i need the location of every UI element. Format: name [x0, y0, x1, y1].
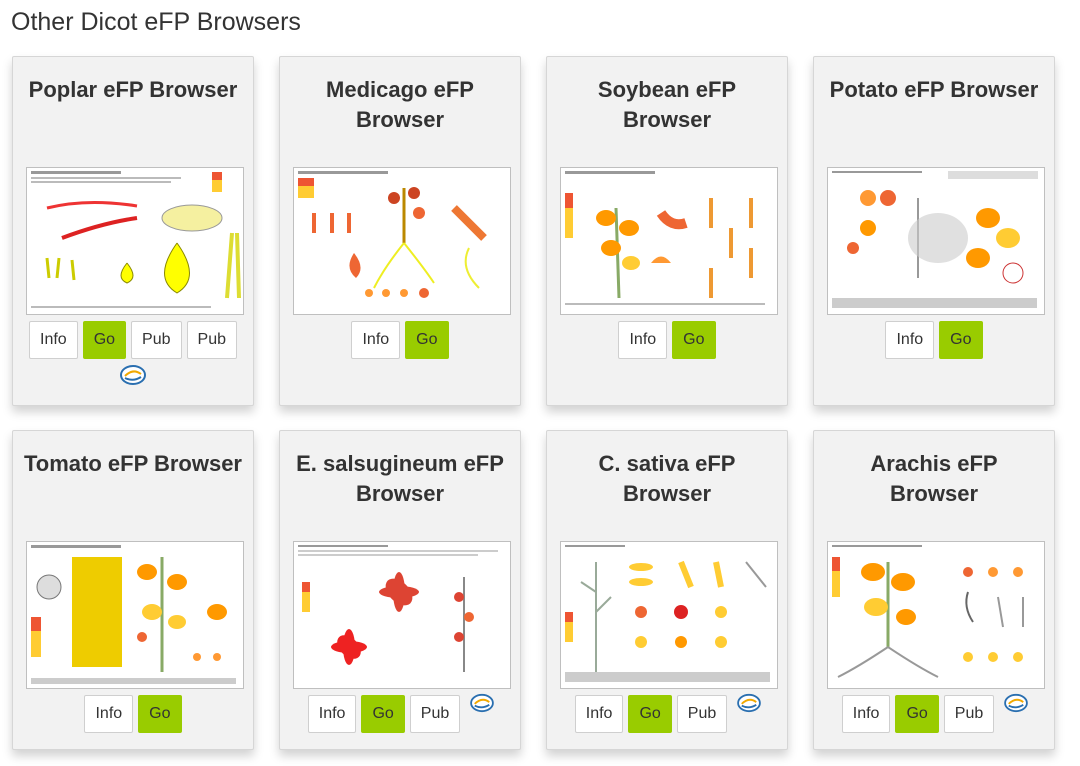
browser-thumbnail-image[interactable]	[26, 541, 244, 689]
pub-button[interactable]: Pub	[676, 695, 728, 733]
info-button[interactable]: Info	[618, 321, 668, 359]
pub-button[interactable]: Pub	[943, 695, 995, 733]
browser-thumbnail-image[interactable]	[26, 167, 244, 315]
go-button[interactable]: Go	[895, 695, 939, 733]
browser-thumbnail-image[interactable]	[293, 541, 511, 689]
efp-globe-icon[interactable]	[1003, 693, 1029, 713]
go-button[interactable]: Go	[361, 695, 405, 733]
card-title: E. salsugineum eFP Browser	[296, 451, 504, 506]
go-button[interactable]: Go	[939, 321, 983, 359]
efp-globe-icon[interactable]	[736, 693, 762, 713]
go-button[interactable]: Go	[82, 321, 127, 359]
info-button[interactable]: Info	[841, 695, 891, 733]
section-title: Other Dicot eFP Browsers	[11, 8, 301, 36]
card-e-salsugineum: E. salsugineum eFP Browser Info Go Pub	[279, 430, 521, 750]
card-title: Arachis eFP Browser	[870, 451, 998, 506]
card-title: C. sativa eFP Browser	[598, 451, 736, 506]
go-button[interactable]: Go	[672, 321, 716, 359]
card-c-sativa: C. sativa eFP Browser Info Go Pub	[546, 430, 788, 750]
go-button[interactable]: Go	[628, 695, 672, 733]
card-arachis: Arachis eFP Browser Info Go Pub	[813, 430, 1055, 750]
card-medicago: Medicago eFP Browser Info Go	[279, 56, 521, 406]
card-title: Poplar eFP Browser	[28, 77, 238, 102]
card-poplar: Poplar eFP Browser Info Go Pub Pub	[12, 56, 254, 406]
browser-thumbnail-image[interactable]	[560, 167, 778, 315]
pub-button[interactable]: Pub	[131, 321, 182, 359]
pub-button-2[interactable]: Pub	[186, 321, 237, 359]
go-button[interactable]: Go	[138, 695, 182, 733]
info-button[interactable]: Info	[307, 695, 357, 733]
browser-thumbnail-image[interactable]	[560, 541, 778, 689]
info-button[interactable]: Info	[574, 695, 624, 733]
card-title: Potato eFP Browser	[829, 77, 1039, 102]
info-button[interactable]: Info	[84, 695, 134, 733]
card-title: Medicago eFP Browser	[326, 77, 474, 132]
browser-thumbnail-image[interactable]	[827, 541, 1045, 689]
efp-globe-icon[interactable]	[119, 364, 147, 386]
card-soybean: Soybean eFP Browser Info Go	[546, 56, 788, 406]
go-button[interactable]: Go	[405, 321, 449, 359]
browser-thumbnail-image[interactable]	[293, 167, 511, 315]
info-button[interactable]: Info	[351, 321, 401, 359]
card-potato: Potato eFP Browser Info Go	[813, 56, 1055, 406]
info-button[interactable]: Info	[29, 321, 78, 359]
info-button[interactable]: Info	[885, 321, 935, 359]
card-title: Tomato eFP Browser	[23, 451, 242, 476]
browser-thumbnail-image[interactable]	[827, 167, 1045, 315]
card-title: Soybean eFP Browser	[597, 77, 737, 132]
card-tomato: Tomato eFP Browser Info Go	[12, 430, 254, 750]
pub-button[interactable]: Pub	[409, 695, 461, 733]
efp-globe-icon[interactable]	[469, 693, 495, 713]
